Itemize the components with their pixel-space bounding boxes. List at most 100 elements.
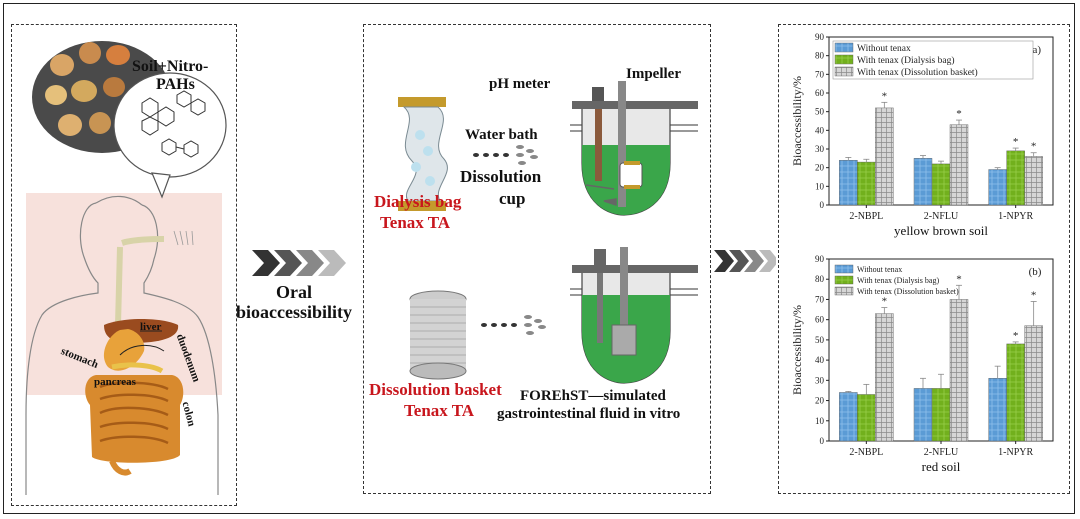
bar xyxy=(875,313,894,442)
y-tick-label: 70 xyxy=(815,69,825,79)
x-tick-label: 2-NFLU xyxy=(924,447,959,458)
legend-box xyxy=(832,40,1034,80)
dissolution-basket-tenax-label: Tenax TA xyxy=(404,401,475,420)
dissolution-apparatus xyxy=(398,81,698,384)
y-tick-label: 10 xyxy=(815,181,825,191)
bubble-title-line1: Soil+Nitro- xyxy=(132,58,209,75)
y-tick-label: 20 xyxy=(815,396,825,406)
legend-swatch xyxy=(834,286,854,296)
dialysis-bag xyxy=(398,97,448,211)
y-tick-label: 90 xyxy=(815,32,825,42)
bar xyxy=(857,161,876,206)
dialysis-bag-label: Dialysis bag xyxy=(374,192,462,211)
y-tick-label: 0 xyxy=(820,200,825,210)
y-tick-label: 80 xyxy=(815,274,825,284)
dissolution-cup-top xyxy=(570,81,698,216)
x-tick-label: 2-NFLU xyxy=(924,211,959,222)
bar xyxy=(988,169,1007,206)
bar xyxy=(1024,156,1043,206)
ph-meter-label: pH meter xyxy=(489,76,551,92)
legend-label: With tenax (Dialysis bag) xyxy=(857,55,955,66)
soil-samples xyxy=(45,42,130,136)
legend-label: With tenax (Dissolution basket) xyxy=(857,67,978,78)
y-tick-label: 40 xyxy=(815,125,825,135)
dissolution-cup-bottom xyxy=(570,247,698,384)
intestines xyxy=(85,375,184,476)
bar xyxy=(913,388,933,442)
oral-label: Oral xyxy=(276,282,312,302)
panel-label: (b) xyxy=(1029,266,1042,278)
dissolution-cup-label-line2: cup xyxy=(499,189,526,208)
y-tick-label: 30 xyxy=(815,144,825,154)
impeller-label: Impeller xyxy=(626,66,681,82)
figure-frame xyxy=(3,3,1075,514)
molecule-structures xyxy=(141,90,206,158)
y-tick-label: 30 xyxy=(815,375,825,385)
significance-mark: * xyxy=(956,108,962,120)
y-axis-label: Bioaccessibility/% xyxy=(790,305,804,395)
bar xyxy=(949,299,969,442)
y-tick-label: 70 xyxy=(815,294,825,304)
significance-mark: * xyxy=(956,273,962,285)
x-axis-label: yellow brown soil xyxy=(894,223,988,238)
chevron-arrow-right xyxy=(714,250,776,272)
x-tick-label: 2-NBPL xyxy=(849,447,883,458)
legend-swatch xyxy=(834,275,854,285)
organ-label-liver: liver xyxy=(140,321,162,333)
dissolution-basket-label: Dissolution basket xyxy=(369,380,502,399)
bar xyxy=(949,124,969,206)
legend-swatch xyxy=(834,42,854,53)
legend-label: With tenax (Dissolution basket) xyxy=(857,287,959,296)
dissolution-cup-label-line1: Dissolution xyxy=(460,167,542,186)
bar xyxy=(1024,325,1043,442)
legend-swatch xyxy=(834,264,854,274)
dialysis-tenax-label: Tenax TA xyxy=(380,213,451,232)
middle-panel xyxy=(363,24,711,494)
y-tick-label: 10 xyxy=(815,416,825,426)
bar xyxy=(857,394,876,442)
y-tick-label: 40 xyxy=(815,355,825,365)
legend-label: Without tenax xyxy=(857,44,911,54)
significance-mark: * xyxy=(882,90,888,102)
right-panel xyxy=(778,24,1070,494)
legend-label: Without tenax xyxy=(857,265,902,274)
x-axis-label: red soil xyxy=(922,459,961,474)
bioaccessibility-label: bioaccessibility xyxy=(236,302,352,322)
water-bath-label: Water bath xyxy=(465,127,538,143)
bar-charts: 0102030405060708090Bioaccessibility/%*2-… xyxy=(790,32,1054,474)
significance-mark: * xyxy=(882,296,888,308)
left-panel xyxy=(11,24,237,506)
y-tick-label: 50 xyxy=(815,335,825,345)
y-axis-label: Bioaccessibility/% xyxy=(790,76,804,166)
chevron-arrow-left xyxy=(252,250,346,276)
bar xyxy=(1006,343,1025,442)
significance-mark: * xyxy=(1031,141,1037,153)
bar xyxy=(988,378,1007,442)
bar xyxy=(931,163,951,206)
bar xyxy=(931,388,951,442)
bar xyxy=(913,158,933,206)
legend-label: With tenax (Dialysis bag) xyxy=(857,276,939,285)
dissolution-basket xyxy=(409,290,467,380)
y-tick-label: 90 xyxy=(815,254,825,264)
y-tick-label: 60 xyxy=(815,315,825,325)
bar xyxy=(875,107,894,206)
significance-mark: * xyxy=(1013,330,1019,342)
significance-mark: * xyxy=(1031,289,1037,301)
y-tick-label: 60 xyxy=(815,88,825,98)
legend-swatch xyxy=(834,66,854,77)
bubble-title-line2: PAHs xyxy=(156,76,195,93)
forehst-label-line2: gastrointestinal fluid in vitro xyxy=(497,406,681,422)
y-tick-label: 80 xyxy=(815,51,825,61)
y-tick-label: 0 xyxy=(820,436,825,446)
bar xyxy=(1006,150,1025,206)
x-tick-label: 1-NPYR xyxy=(998,447,1033,458)
human-body-illustration xyxy=(25,41,227,495)
y-tick-label: 20 xyxy=(815,163,825,173)
x-tick-label: 2-NBPL xyxy=(849,211,883,222)
bar xyxy=(839,159,858,206)
bar xyxy=(839,392,858,442)
legend-swatch xyxy=(834,54,854,65)
significance-mark: * xyxy=(1013,136,1019,148)
organ-label-pancreas: pancreas xyxy=(94,376,136,388)
